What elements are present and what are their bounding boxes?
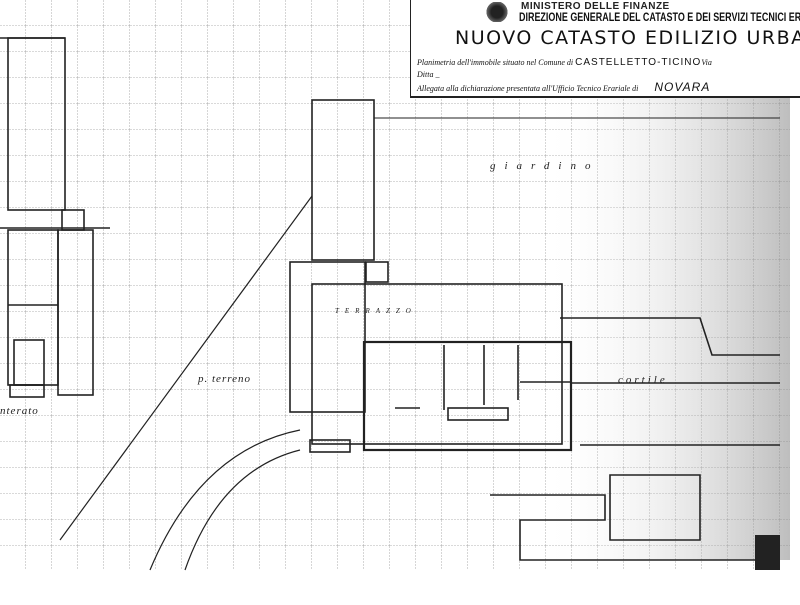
label-basement: nterato — [0, 405, 39, 417]
ditta-label: Ditta — [417, 70, 434, 79]
label-ground-floor: p. terreno — [198, 373, 251, 385]
label-terrace: terrazzo — [335, 307, 417, 315]
comune-value: CASTELLETTO-TICINO — [575, 57, 702, 68]
allegata-label: Allegata alla dichiarazione presentata a… — [417, 84, 639, 93]
label-garden: giardino — [490, 160, 600, 172]
walls — [0, 37, 780, 571]
allegata-line: Allegata alla dichiarazione presentata a… — [417, 80, 710, 94]
ufficio-value: NOVARA — [654, 80, 711, 94]
ministry-name: MINISTERO DELLE FINANZE — [521, 1, 670, 12]
ditta-line: Ditta _ — [417, 70, 440, 79]
scan-shadow — [540, 90, 790, 560]
title-block: MINISTERO DELLE FINANZE DIREZIONE GENERA… — [410, 0, 800, 98]
label-courtyard: cortile — [618, 374, 668, 386]
plan-label: Planimetria dell'immobile situato nel Co… — [417, 58, 574, 67]
document-title: NUOVO CATASTO EDILIZIO URBA — [455, 27, 800, 49]
scan-dark-corner — [755, 535, 780, 570]
via-label: Via — [701, 58, 712, 67]
directorate-name: DIREZIONE GENERALE DEL CATASTO E DEI SER… — [519, 12, 800, 24]
plan-location-line: Planimetria dell'immobile situato nel Co… — [417, 57, 712, 68]
state-emblem-icon — [486, 2, 508, 22]
